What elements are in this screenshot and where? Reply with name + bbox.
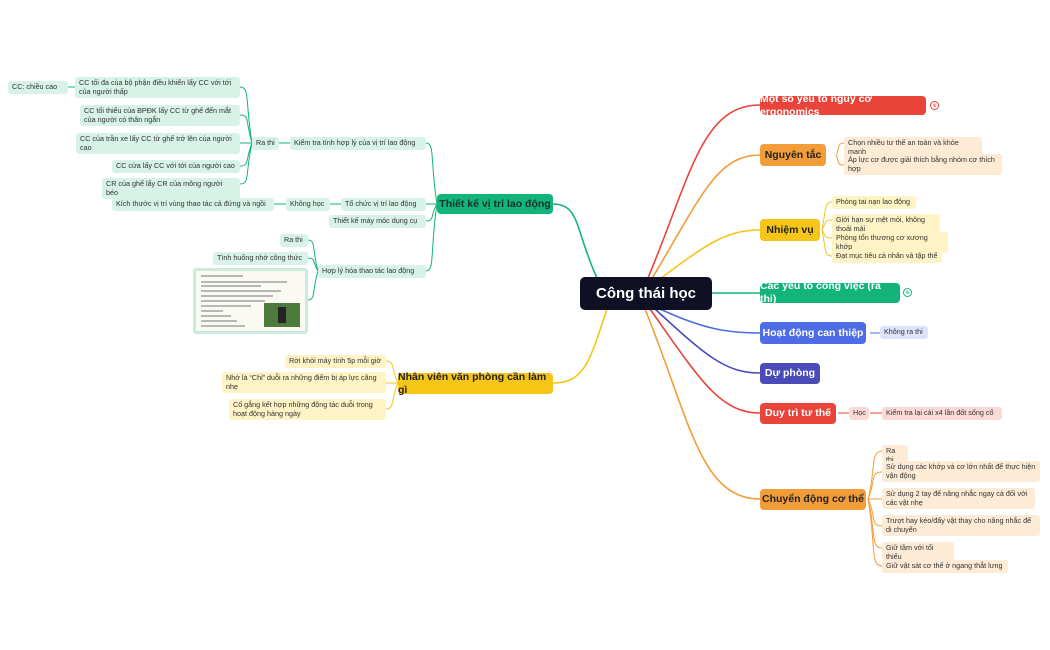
organize-note[interactable]: Kích thước vị trí vùng thao tác cả đứng … [112,198,274,211]
interventions-note[interactable]: Không ra thi [880,326,928,339]
organize-node[interactable]: Tổ chức vị trí lao động [341,198,426,211]
check-item[interactable]: CR của ghế lấy CR của mông người béo [102,178,240,200]
height-note[interactable]: CC: chiều cao [8,81,68,94]
tasks-item[interactable]: Giới hạn sự mệt mỏi, không thoải mái [832,214,940,236]
branch-risk-factors[interactable]: Một số yếu tố nguy cơ ergonomics [760,93,926,118]
branch-office[interactable]: Nhân viên văn phòng cần làm gì [398,371,553,396]
principles-item[interactable]: Áp lực cơ được giải thích bằng nhóm cơ t… [844,154,1002,176]
branch-tasks[interactable]: Nhiệm vụ [760,219,820,241]
tasks-item[interactable]: Phòng tai nạn lao động [832,196,916,209]
branch-principles[interactable]: Nguyên tắc [760,144,826,166]
worker-photo [264,303,300,327]
tasks-item[interactable]: Đạt mục tiêu cá nhân và tập thể [832,250,942,263]
check-item[interactable]: CC của trần xe lấy CC từ ghế trở lên của… [76,133,240,155]
movement-item[interactable]: Ra thi [882,445,908,467]
branch-design[interactable]: Thiết kế vị trí lao động [437,194,553,214]
branch-prevention[interactable]: Dự phòng [760,363,820,384]
movement-item[interactable]: Trượt hay kéo/đẩy vật thay cho nâng nhắc… [882,515,1040,537]
check-exam[interactable]: Ra thi [252,137,279,150]
rational-situation[interactable]: Tình huống nhớ công thức [213,252,308,265]
check-item[interactable]: CC tối thiểu của BPĐK lấy CC từ ghế đến … [80,105,240,127]
office-item[interactable]: Cố gắng kết hợp những động tác duỗi tron… [229,399,386,421]
tasks-item[interactable]: Phòng tổn thương cơ xương khớp [832,232,948,254]
office-item[interactable]: Rời khỏi máy tính 5p mỗi giờ [285,355,386,368]
organize-learn[interactable]: Không học [286,198,330,211]
formula-image[interactable] [193,268,308,334]
fitness-note[interactable]: Kiểm tra lại cái x4 lần đốt sống cổ [882,407,1002,420]
movement-item[interactable]: Giữ vật sát cơ thể ở ngang thắt lưng [882,560,1008,573]
expand-icon[interactable]: ⊕ [930,101,939,110]
principles-item[interactable]: Chọn nhiều tư thế an toàn và khỏe mạnh [844,137,982,159]
movement-item[interactable]: Sử dụng các khớp và cơ lớn nhất để thực … [882,461,1040,483]
branch-movement[interactable]: Chuyển động cơ thể [760,489,866,510]
check-node[interactable]: Kiểm tra tính hợp lý của vị trí lao động [290,137,426,150]
machine-node[interactable]: Thiết kế máy móc dụng cụ [329,215,426,228]
rational-node[interactable]: Hợp lý hóa thao tác lao động [318,265,426,278]
movement-item[interactable]: Giữ tầm với tối thiểu [882,542,954,564]
fitness-learn[interactable]: Học [849,407,869,420]
expand-icon[interactable]: ⊕ [903,288,912,297]
root-node[interactable]: Công thái học [580,277,712,310]
branch-interventions[interactable]: Hoạt động can thiệp [760,322,866,344]
movement-item[interactable]: Sử dụng 2 tay để nâng nhắc ngay cả đối v… [882,488,1035,510]
branch-fitness[interactable]: Duy trì tư thế [760,403,836,424]
rational-exam[interactable]: Ra thi [280,234,308,247]
branch-job-factors[interactable]: Các yếu tố công việc (ra thi) [760,280,900,305]
check-item[interactable]: CC cửa lấy CC với tới của người cao [112,160,240,173]
check-item[interactable]: CC tối đa của bộ phận điều khiển lấy CC … [75,77,240,99]
office-item[interactable]: Nhớ là “Chỉ” duỗi ra những điểm bị áp lự… [222,372,386,394]
